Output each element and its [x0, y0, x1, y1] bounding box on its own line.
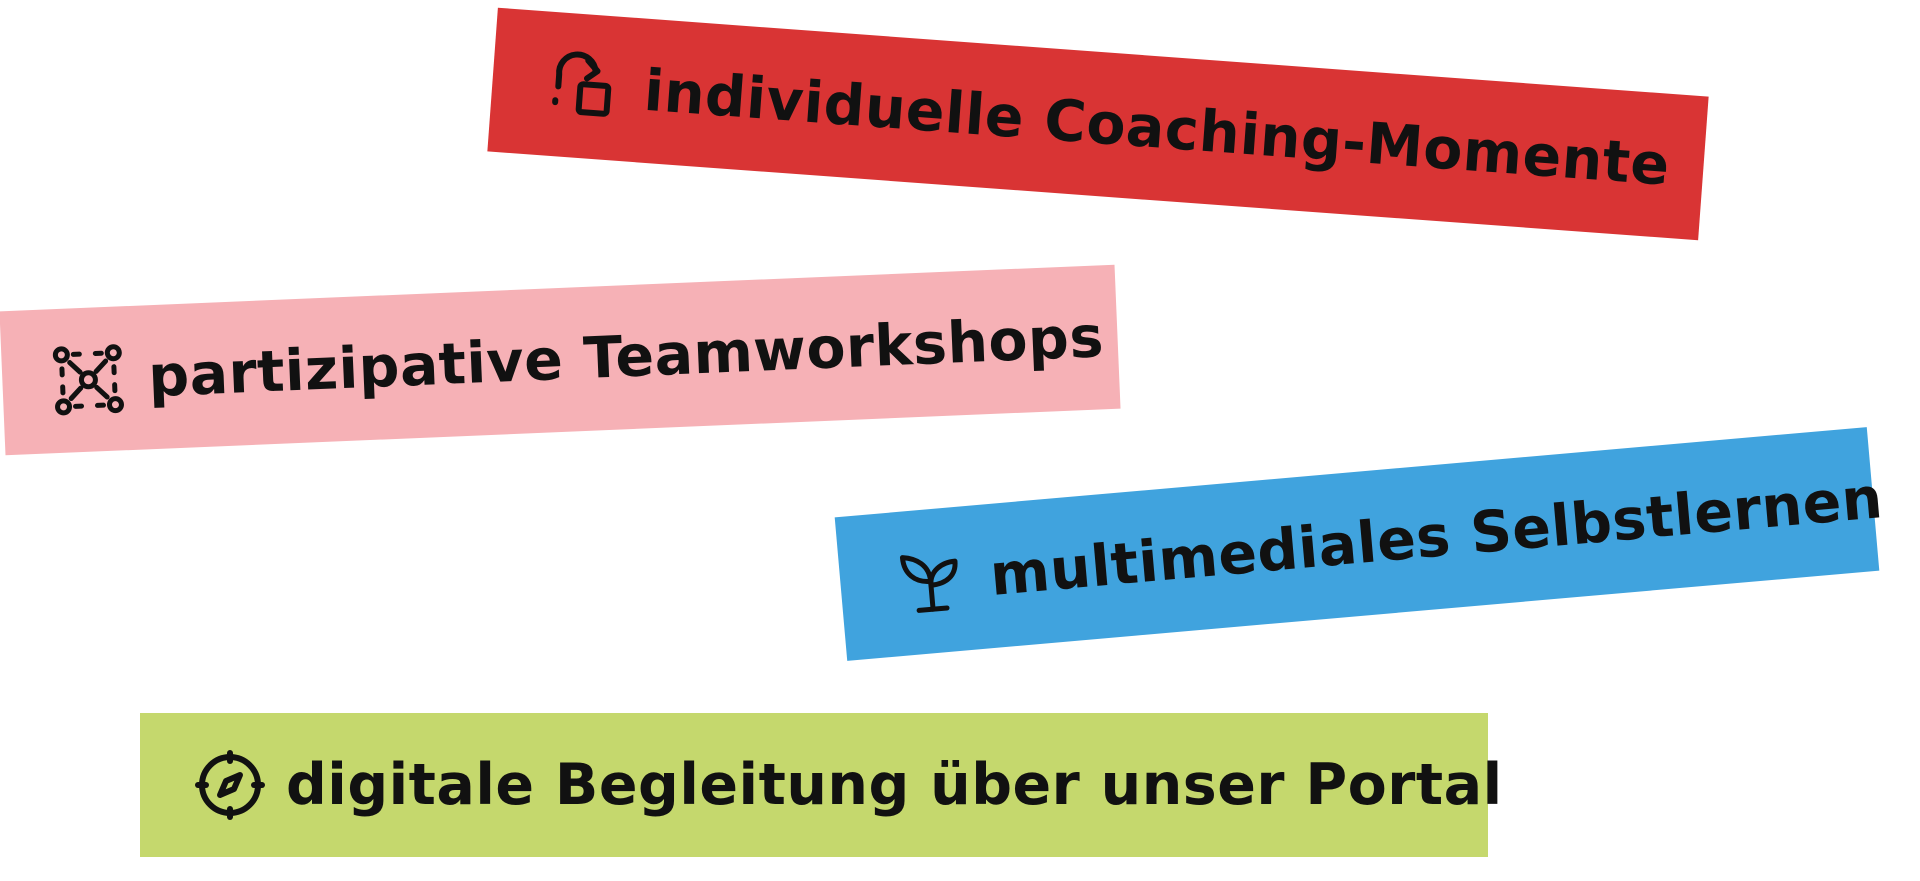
- banner-label: multimediales Selbstlernen: [987, 465, 1886, 609]
- banner-teamworkshops: partizipative Teamworkshops: [0, 264, 1121, 456]
- banner-label: partizipative Teamworkshops: [146, 304, 1106, 411]
- banner-label: individuelle Coaching-Momente: [641, 57, 1672, 199]
- banner-selbstlernen: multimediales Selbstlernen: [834, 427, 1885, 661]
- banner-portal: digitale Begleitung über unser Portal: [140, 713, 1502, 857]
- banner-label: digitale Begleitung über unser Portal: [286, 752, 1503, 818]
- banner-coaching: individuelle Coaching-Momente: [487, 7, 1709, 241]
- sprout-icon: [887, 538, 974, 625]
- network-icon: [47, 338, 130, 421]
- coaching-icon: [542, 43, 628, 129]
- compass-icon: [190, 745, 270, 825]
